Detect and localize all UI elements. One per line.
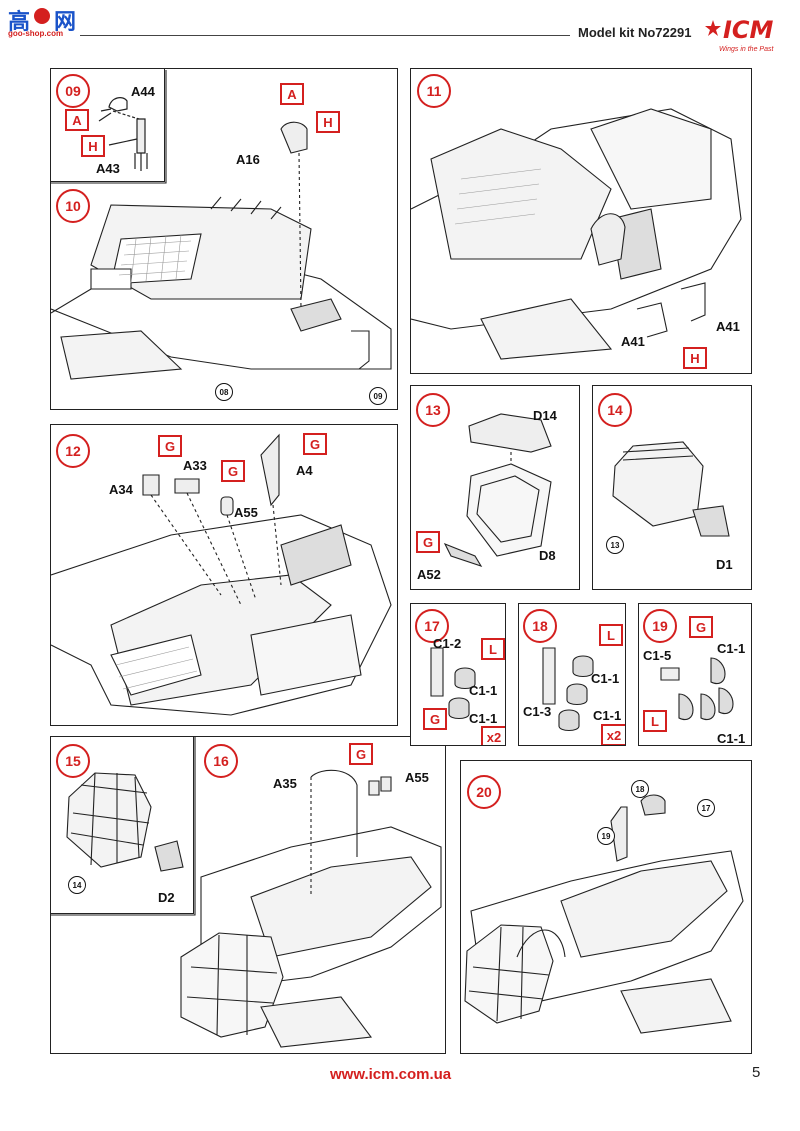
step-number: 09 <box>56 74 90 108</box>
step-16-panel: 16 G A35 A55 <box>50 736 446 1054</box>
step-number: 19 <box>643 609 677 643</box>
step-16-drawing <box>51 737 446 1054</box>
part-label-c1-1-top: C1-1 <box>717 641 746 656</box>
ref-step-18: 18 <box>631 780 649 798</box>
sprue-tag-g-3: G <box>303 433 327 455</box>
part-label-a43: A43 <box>96 161 120 176</box>
step-18-panel: 18 L C1-1 C1-3 C1-1 x2 <box>518 603 626 746</box>
step-14-panel: 14 13 D1 <box>592 385 752 590</box>
footer-url[interactable]: www.icm.com.ua <box>330 1066 452 1083</box>
site-logo: 高 网 goo-shop.com <box>6 4 86 38</box>
step-15-panel: 15 14 D2 <box>50 736 194 914</box>
quantity-badge: x2 <box>481 726 505 745</box>
part-label-c1-5: C1-5 <box>643 648 672 663</box>
sprue-tag-g: G <box>349 743 373 765</box>
page-number: 5 <box>752 1064 761 1081</box>
part-label-c1-3: C1-3 <box>523 704 552 719</box>
step-number: 10 <box>56 189 90 223</box>
step-number: 16 <box>204 744 238 778</box>
step-number: 18 <box>523 609 557 643</box>
step-19-drawing <box>639 604 752 746</box>
star-icon <box>705 20 721 36</box>
step-09-panel: 09 A44 A H A43 <box>50 68 165 182</box>
sprue-tag-a: A <box>280 83 304 105</box>
sprue-tag-g-2: G <box>221 460 245 482</box>
part-label-c1-1-top: C1-1 <box>591 671 620 686</box>
kit-number: Model kit No72291 <box>578 25 692 40</box>
sprue-tag-g: G <box>689 616 713 638</box>
header-rule <box>80 35 570 36</box>
part-label-c1-1-bottom: C1-1 <box>717 731 746 746</box>
brand-name: ICM <box>723 16 774 44</box>
sprue-tag-h: H <box>81 135 105 157</box>
step-number: 13 <box>416 393 450 427</box>
step-11-drawing <box>411 69 752 374</box>
sprue-tag-l: L <box>599 624 623 646</box>
ref-step-08: 08 <box>215 383 233 401</box>
step-10-drawing <box>51 69 398 410</box>
part-label-a33: A33 <box>183 458 207 473</box>
step-19-panel: 19 G C1-5 C1-1 L C1-1 <box>638 603 752 746</box>
step-number: 15 <box>56 744 90 778</box>
part-label-a34: A34 <box>109 482 133 497</box>
step-17-drawing <box>411 604 506 746</box>
part-label-a55: A55 <box>405 770 429 785</box>
sprue-tag-l: L <box>481 638 505 660</box>
step-12-panel: 12 G A33 A34 G A55 G A4 <box>50 424 398 726</box>
sprue-tag-a: A <box>65 109 89 131</box>
step-number: 14 <box>598 393 632 427</box>
part-label-d2: D2 <box>158 890 175 905</box>
ref-step-13: 13 <box>606 536 624 554</box>
step-number: 20 <box>467 775 501 809</box>
logo-char-2: 网 <box>54 10 77 35</box>
part-label-c1-1-bottom: C1-1 <box>469 711 498 726</box>
sprue-tag-l: L <box>643 710 667 732</box>
ref-step-14: 14 <box>68 876 86 894</box>
step-13-panel: 13 D14 G D8 A52 <box>410 385 580 590</box>
step-14-drawing <box>593 386 752 590</box>
quantity-badge: x2 <box>601 724 625 745</box>
step-18-drawing <box>519 604 626 746</box>
sprue-tag-g: G <box>423 708 447 730</box>
logo-char-1: 高 <box>8 10 31 35</box>
part-label-a55: A55 <box>234 505 258 520</box>
part-label-c1-1-top: C1-1 <box>469 683 498 698</box>
brand-logo: ICM Wings in the Past <box>705 14 789 60</box>
ref-step-17: 17 <box>697 799 715 817</box>
step-09-drawing <box>51 69 165 182</box>
part-label-a35: A35 <box>273 776 297 791</box>
part-label-a41-right: A41 <box>716 319 740 334</box>
brand-tagline: Wings in the Past <box>719 46 774 53</box>
sprue-tag-h: H <box>316 111 340 133</box>
part-label-a52: A52 <box>417 567 441 582</box>
step-20-panel: 20 18 17 19 <box>460 760 752 1054</box>
step-11-panel: 11 A41 A41 H <box>410 68 752 374</box>
step-number: 11 <box>417 74 451 108</box>
logo-url: goo-shop.com <box>8 29 64 38</box>
part-label-a44: A44 <box>131 84 155 99</box>
part-label-d1: D1 <box>716 557 733 572</box>
step-17-panel: 17 C1-2 L C1-1 G C1-1 x2 <box>410 603 506 746</box>
part-label-a4: A4 <box>296 463 313 478</box>
step-number: 12 <box>56 434 90 468</box>
step-12-drawing <box>51 425 398 726</box>
step-13-drawing <box>411 386 580 590</box>
part-label-c1-1-bottom: C1-1 <box>593 708 622 723</box>
part-label-a16: A16 <box>236 152 260 167</box>
ref-step-19: 19 <box>597 827 615 845</box>
step-15-drawing <box>51 737 194 914</box>
ref-step-09: 09 <box>369 387 387 405</box>
step-number: 17 <box>415 609 449 643</box>
step-20-drawing <box>461 761 752 1054</box>
step-10-panel: 10 A H A16 08 09 <box>50 68 398 410</box>
part-label-d14: D14 <box>533 408 557 423</box>
logo-emblem-icon <box>34 8 50 24</box>
part-label-c1-2: C1-2 <box>433 636 462 651</box>
part-label-d8: D8 <box>539 548 556 563</box>
sprue-tag-g-1: G <box>158 435 182 457</box>
sprue-tag-h: H <box>683 347 707 369</box>
sprue-tag-g: G <box>416 531 440 553</box>
part-label-a41-left: A41 <box>621 334 645 349</box>
